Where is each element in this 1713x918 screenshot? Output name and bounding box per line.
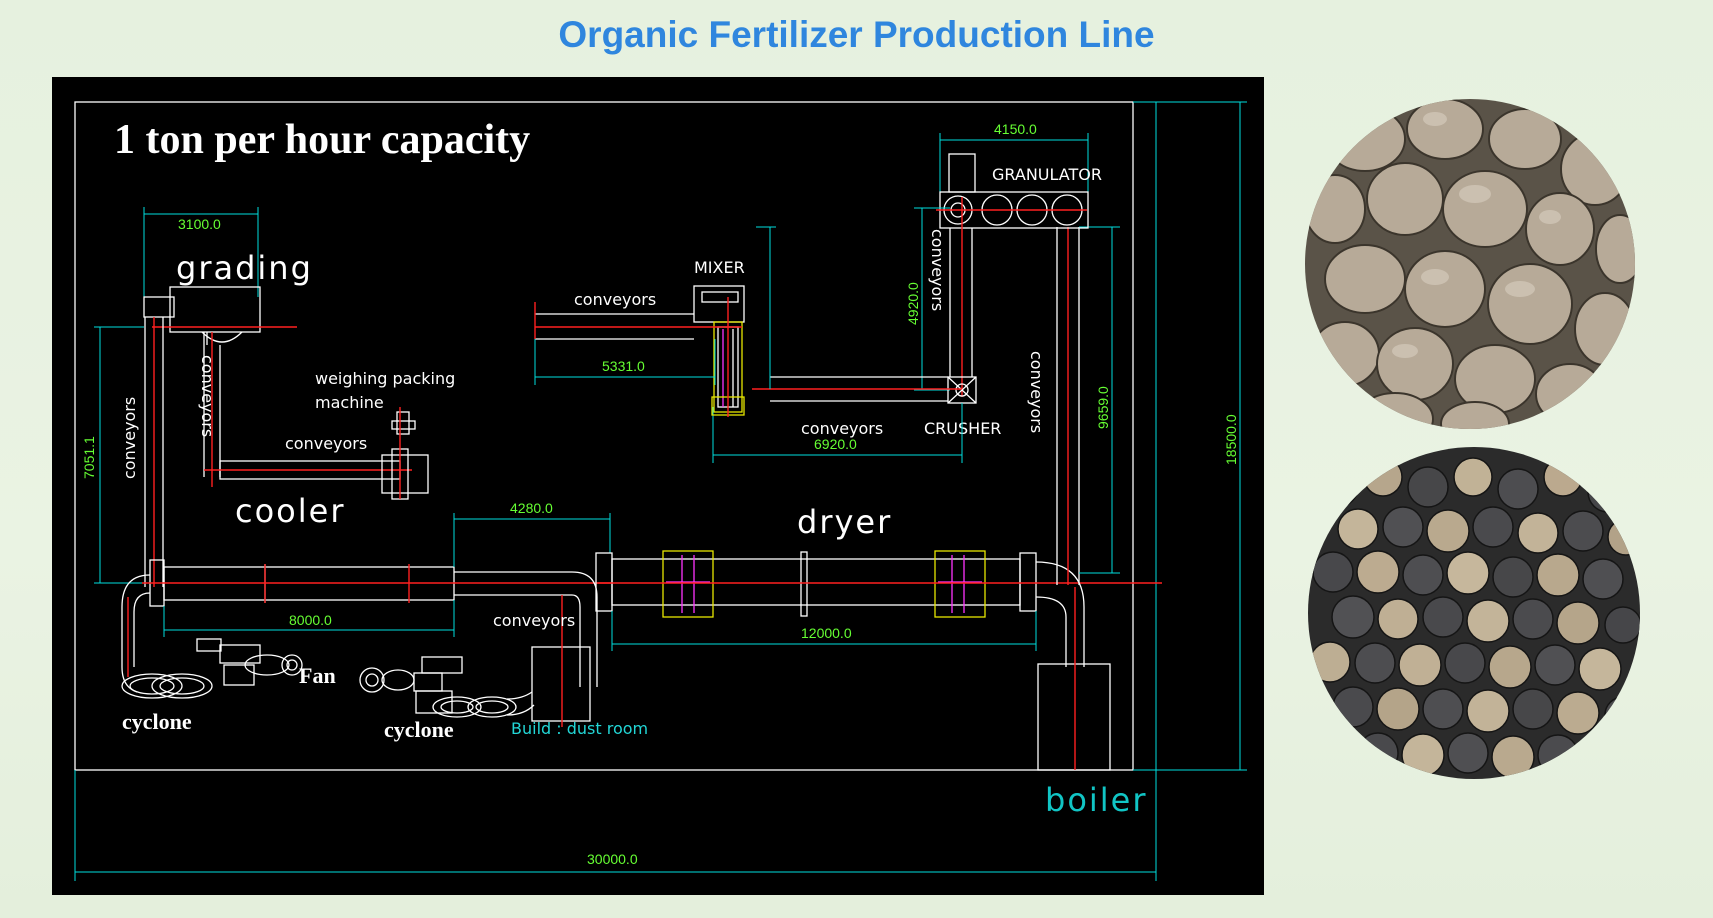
cyclone-left-label: cyclone: [122, 709, 192, 734]
cooler-label: cooler: [235, 492, 345, 530]
dark-granules-photo: [1308, 447, 1640, 779]
capacity-title: 1 ton per hour capacity: [114, 117, 530, 163]
dust-room-label: Build : dust room: [511, 719, 648, 738]
dim-right-height: 9659.0: [1095, 386, 1111, 429]
weighing-label-line2: machine: [315, 393, 384, 412]
conveyors-dryer-label: conveyors: [493, 611, 575, 630]
cyclone-right: cyclone Build : dust room: [359, 656, 648, 742]
conveyors-packing-label: conveyors: [285, 434, 367, 453]
boiler-label: boiler: [1045, 781, 1148, 819]
cooler-dryer-link: 4280.0 conveyors: [453, 500, 611, 727]
dryer-label: dryer: [797, 503, 892, 541]
mixer-unit: MIXER: [693, 226, 776, 417]
granulator-label: GRANULATOR: [992, 165, 1102, 184]
conveyors-crusher-label: conveyors: [801, 419, 883, 438]
total-width-dimension: 30000.0: [74, 102, 1157, 881]
left-conveyor: conveyors: [120, 317, 164, 587]
dim-total-width: 30000.0: [587, 851, 638, 867]
light-granules-photo: [1305, 99, 1635, 429]
conveyors-right-label: conveyors: [1027, 351, 1046, 433]
dryer-unit: dryer 12000.0: [595, 503, 1162, 651]
dim-grading-width: 3100.0: [178, 216, 221, 232]
building-outline: [74, 101, 1134, 771]
grading-label: grading: [176, 249, 313, 287]
dim-granulator-height: 4920.0: [905, 282, 921, 325]
grading-conveyor: conveyors conveyors: [198, 332, 412, 487]
dim-cooler-length: 8000.0: [289, 612, 332, 628]
cyclone-left: cyclone Fan: [121, 574, 336, 734]
crusher-unit: CRUSHER: [924, 376, 1001, 438]
crusher-conveyor: conveyors 6920.0: [712, 376, 963, 463]
total-height-dimension: 18500.0: [1133, 101, 1247, 771]
granulator-unit: 4150.0 GRANULATOR: [936, 121, 1102, 397]
granulator-conveyor: conveyors 4920.0: [905, 207, 973, 391]
page-title: Organic Fertilizer Production Line: [558, 14, 1155, 55]
mixer-label: MIXER: [694, 258, 745, 277]
boiler-unit: boiler: [1035, 561, 1148, 819]
cyclone-right-label: cyclone: [384, 717, 454, 742]
dim-cooler-dryer-gap: 4280.0: [510, 500, 553, 516]
grading-unit: 3100.0 grading: [143, 207, 313, 345]
crusher-label: CRUSHER: [924, 419, 1001, 438]
dim-granulator-width: 4150.0: [994, 121, 1037, 137]
dim-left-height: 7051.1: [81, 436, 97, 479]
conveyors-grading-label: conveyors: [198, 355, 217, 437]
fan-label: Fan: [299, 663, 336, 688]
right-conveyor: conveyors 9659.0: [1027, 226, 1120, 585]
dim-total-height: 18500.0: [1223, 414, 1239, 465]
cooler-unit: cooler 8000.0: [142, 492, 612, 637]
conveyors-left-label: conveyors: [120, 397, 139, 479]
layout-diagram: .o { stroke:#ffffff; fill:none; stroke-w…: [74, 101, 1247, 881]
dim-mixer-conveyor: 5331.0: [602, 358, 645, 374]
left-height-dimension: 7051.1: [81, 326, 152, 584]
dim-dryer-length: 12000.0: [801, 625, 852, 641]
weighing-label-line1: weighing packing: [315, 369, 455, 388]
dim-crusher-conveyor: 6920.0: [814, 436, 857, 452]
conveyors-mixer-label: conveyors: [574, 290, 656, 309]
conveyors-granulator-label: conveyors: [928, 229, 947, 311]
weighing-packing-machine: weighing packing machine: [315, 369, 455, 500]
mixer-conveyor: conveyors 5331.0: [534, 290, 742, 385]
cad-drawing: .o { stroke:#ffffff; fill:none; stroke-w…: [52, 77, 1264, 895]
